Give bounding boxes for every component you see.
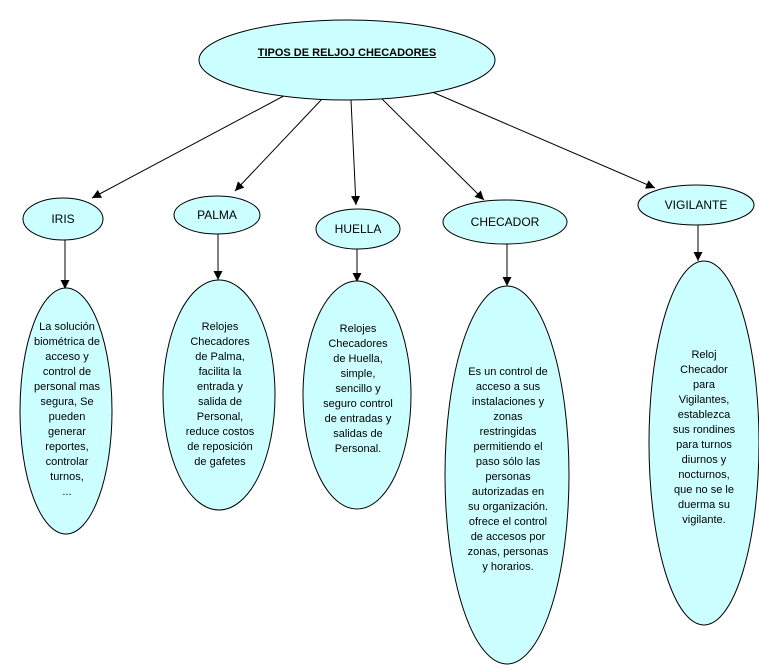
description-node-vigilante bbox=[648, 260, 759, 626]
connector-root-huella bbox=[350, 99, 361, 206]
node-palma bbox=[173, 195, 261, 235]
node-label-iris: IRIS bbox=[51, 212, 75, 226]
description-text-palma: Relojes Checadores de Palma, facilita la… bbox=[185, 321, 255, 468]
node-label-huella: HUELLA bbox=[334, 222, 382, 236]
description-text-iris: La solución biométrica de acceso y contr… bbox=[33, 321, 101, 498]
root-title: TIPOS DE RELJOJ CHECADORES bbox=[257, 47, 437, 59]
node-huella bbox=[315, 208, 401, 250]
connector-root-vigilante bbox=[422, 87, 656, 189]
node-label-vigilante: VIGILANTE bbox=[664, 198, 728, 212]
connector-root-iris bbox=[91, 90, 294, 199]
node-label-checador: CHECADOR bbox=[470, 215, 540, 229]
description-text-huella: Relojes Checadores de Huella, simple, se… bbox=[323, 323, 393, 455]
node-label-palma: PALMA bbox=[197, 208, 237, 222]
description-node-huella bbox=[302, 280, 412, 510]
description-node-palma bbox=[162, 279, 276, 511]
connector-root-checador bbox=[375, 92, 485, 201]
connector-root-palma bbox=[234, 97, 324, 192]
description-text-checador: Es un control de acceso a sus instalacio… bbox=[467, 366, 549, 573]
node-vigilante bbox=[637, 184, 755, 226]
node-checador bbox=[442, 199, 568, 245]
description-node-checador bbox=[444, 285, 570, 665]
root-node bbox=[198, 19, 496, 101]
description-text-vigilante: Reloj Checador para Vigilantes, establez… bbox=[672, 348, 736, 526]
node-iris bbox=[22, 197, 104, 241]
description-node-iris bbox=[19, 287, 113, 535]
